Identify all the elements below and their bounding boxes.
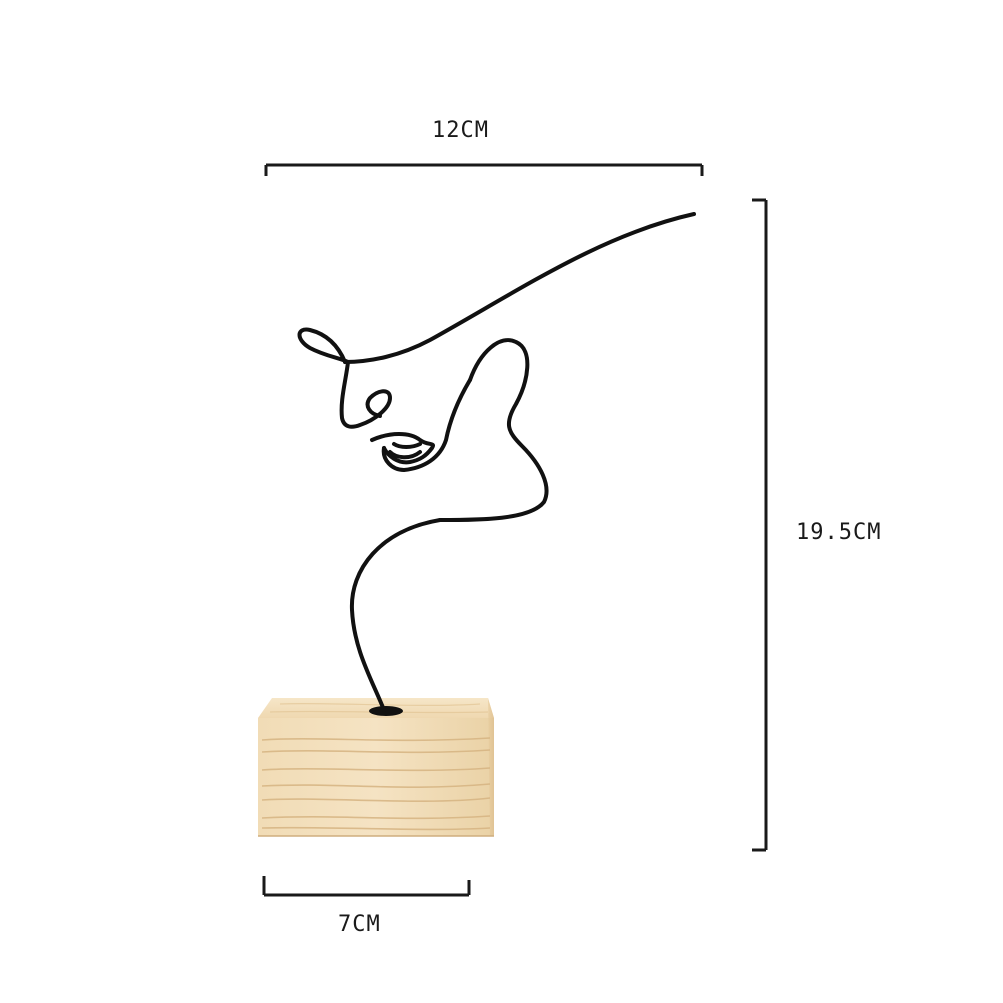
- base-width-dimension-label: 7CM: [338, 912, 381, 937]
- wire-face-sculpture: [297, 212, 696, 712]
- wooden-base: [258, 698, 494, 837]
- width-dimension-label: 12CM: [432, 118, 489, 143]
- base-width-dimension-line: [262, 876, 471, 897]
- width-dimension-line: [264, 163, 704, 176]
- height-dimension-label: 19.5CM: [796, 520, 882, 545]
- height-dimension-line: [752, 198, 768, 852]
